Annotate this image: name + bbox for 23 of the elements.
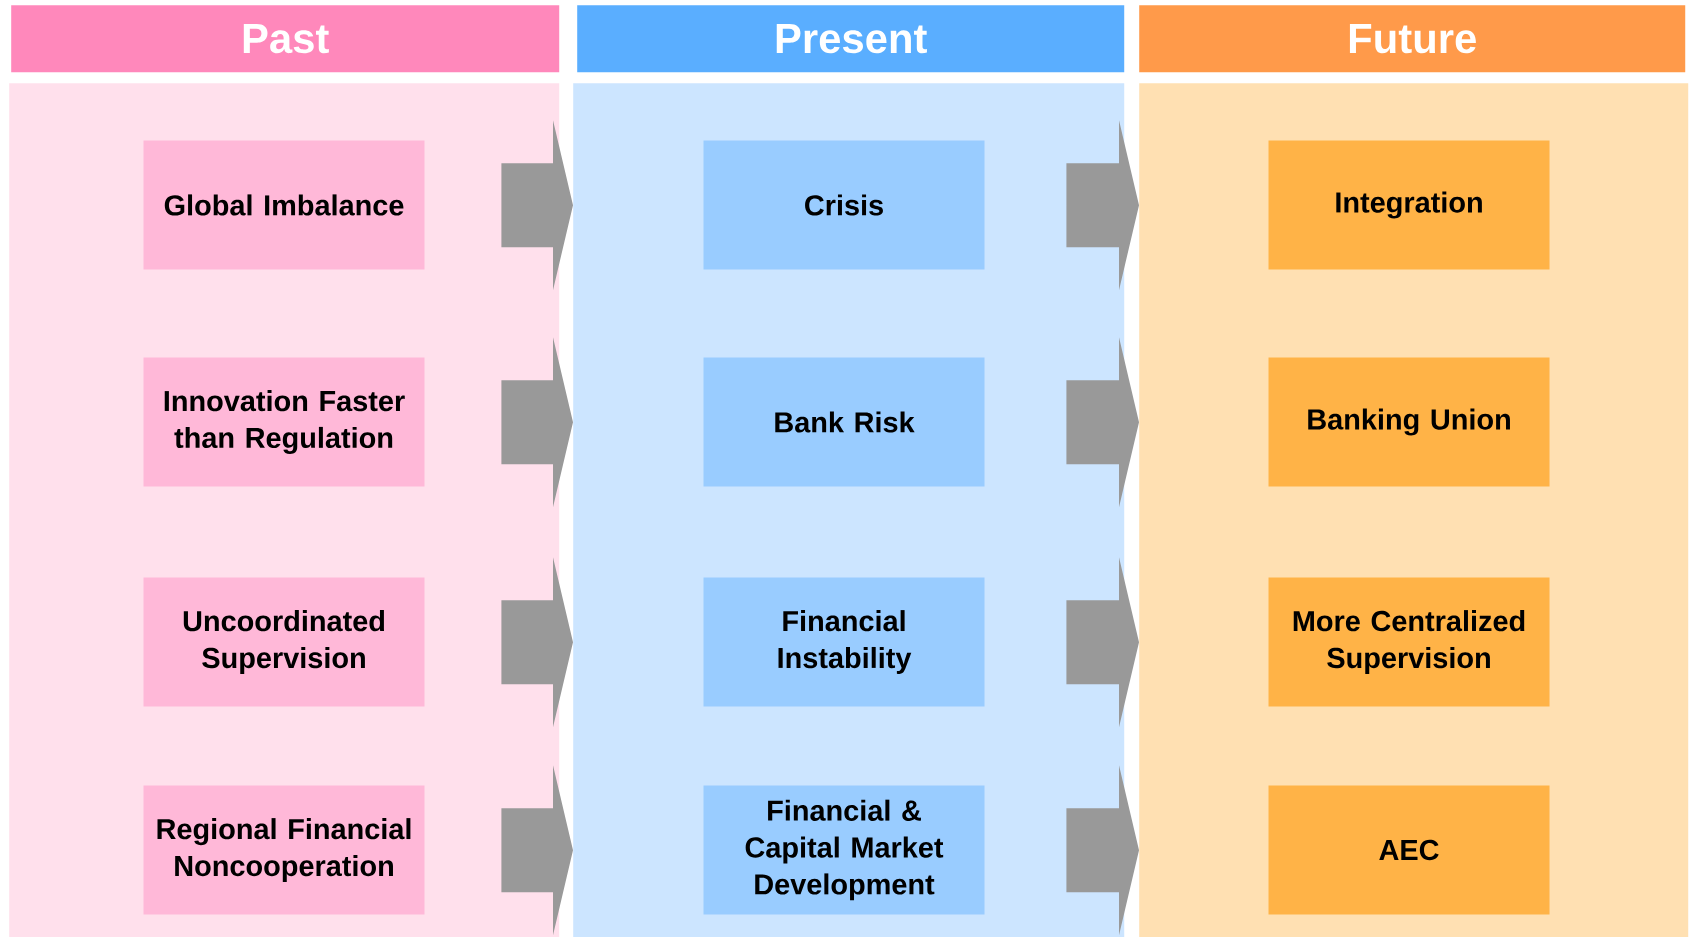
column-header: Present — [577, 5, 1125, 73]
block-arrow — [501, 337, 573, 508]
block-arrow — [501, 120, 573, 291]
block-arrow — [501, 557, 573, 728]
text-box: Regional Financial Noncooperation — [143, 785, 425, 915]
text-box: Financial Instability — [703, 577, 985, 707]
block-arrow — [1066, 557, 1139, 728]
text-box: Global Imbalance — [143, 140, 425, 270]
text-box: Uncoordinated Supervision — [143, 577, 425, 707]
block-arrow — [1066, 765, 1139, 936]
text-box: Innovation Faster than Regulation — [143, 357, 425, 487]
text-box: Banking Union — [1268, 357, 1550, 487]
column-header: Past — [11, 5, 560, 73]
column-header: Future — [1139, 5, 1686, 73]
text-box: AEC — [1268, 785, 1550, 915]
block-arrow — [501, 765, 573, 936]
text-box: More Centralized Supervision — [1268, 577, 1550, 707]
text-box: Bank Risk — [703, 357, 985, 487]
text-box: Integration — [1268, 140, 1550, 270]
block-arrow — [1066, 120, 1139, 291]
text-box: Financial & Capital Market Development — [703, 785, 985, 915]
text-box: Crisis — [703, 140, 985, 270]
block-arrow — [1066, 337, 1139, 508]
